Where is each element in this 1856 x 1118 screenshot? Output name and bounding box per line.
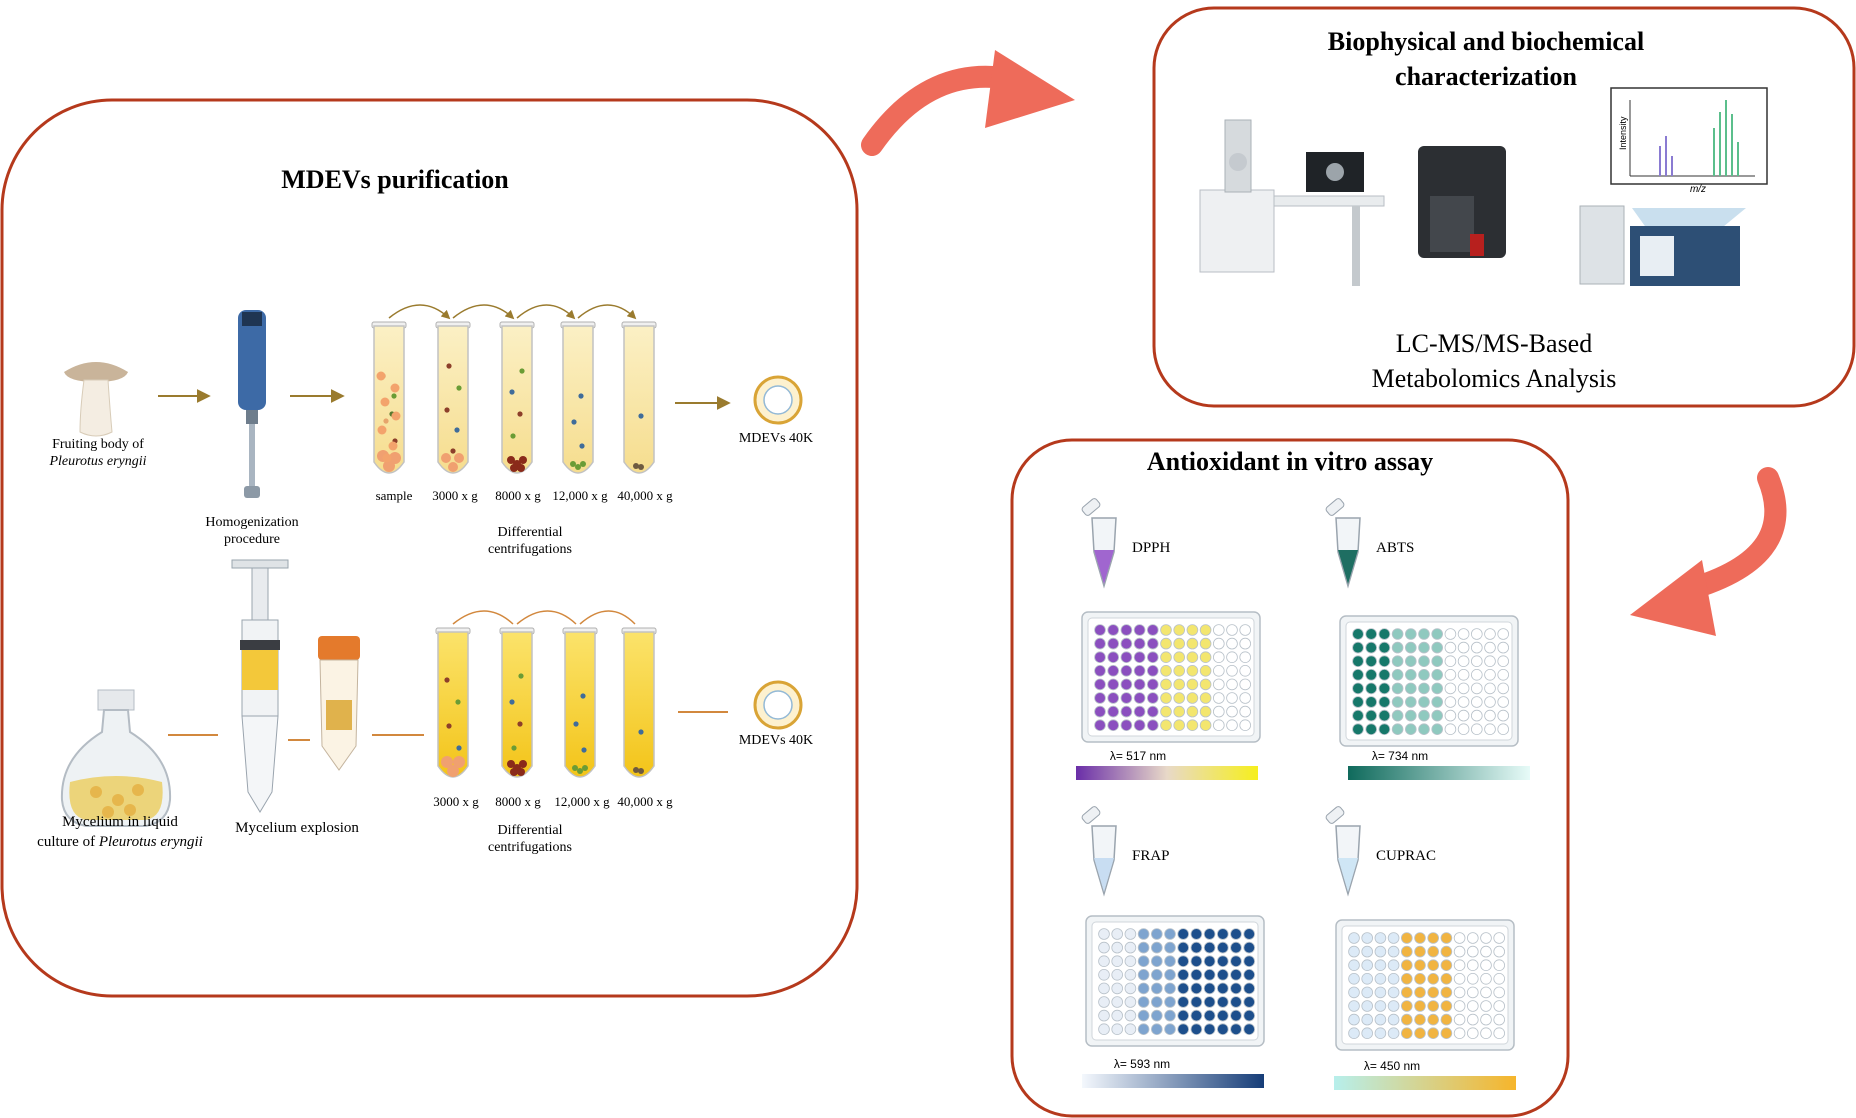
curved-arrow-icon: [861, 50, 1075, 156]
assay-name: DPPH: [1132, 540, 1171, 556]
analysis-label-1: LC-MS/MS-Based: [1396, 329, 1592, 358]
bottom-tube-row: [435, 610, 657, 778]
antioxidant-title: Antioxidant in vitro assay: [1147, 447, 1433, 476]
centrifuge-tube-icon: [499, 321, 535, 474]
mycelium-label-2b: Pleurotus eryngii: [98, 834, 203, 850]
syringe-icon: [231, 559, 289, 813]
tube-label-bottom: 12,000 x g: [554, 794, 610, 809]
flask-icon: [60, 689, 172, 827]
mdev-label-bottom: MDEVs 40K: [739, 733, 813, 748]
transfer-arrow: [516, 610, 577, 625]
assay-cuprac: CUPRAC λ= 450 nm: [1325, 806, 1516, 1090]
well-plate-icon: [1081, 611, 1261, 743]
centrifuge-tube-icon: [562, 627, 598, 778]
mycelium-label-2a: culture of: [37, 834, 99, 850]
eppendorf-tube-icon: [1325, 806, 1361, 897]
centrifuge-tube-icon: [621, 321, 657, 474]
homog-label-1: Homogenization: [205, 515, 298, 530]
diff-label-1-top: Differential: [497, 525, 562, 540]
tube-label-top: sample: [376, 488, 413, 503]
diff-label-1-bottom: Differential: [497, 823, 562, 838]
transfer-arrow: [452, 610, 514, 625]
antioxidant-panel: Antioxidant in vitro assay DPPH λ= 517 nm…: [1010, 438, 1570, 1118]
char-title-1: Biophysical and biochemical: [1328, 27, 1644, 56]
wavelength-label: λ= 593 nm: [1114, 1057, 1170, 1071]
absorbance-gradient-bar: [1076, 766, 1258, 780]
absorbance-gradient-bar: [1082, 1074, 1264, 1088]
mdev-label-top: MDEVs 40K: [739, 431, 813, 446]
explosion-label: Mycelium explosion: [235, 820, 359, 836]
transfer-arrow: [388, 304, 451, 320]
homog-label-2: procedure: [224, 532, 280, 547]
eppendorf-tube-icon: [1081, 498, 1117, 589]
ms-xlabel: m/z: [1690, 184, 1706, 195]
assay-abts: ABTS λ= 734 nm: [1325, 498, 1530, 780]
assay-dpph: DPPH λ= 517 nm: [1076, 498, 1261, 780]
tube-label-bottom: 8000 x g: [495, 794, 541, 809]
transfer-arrow: [452, 304, 515, 320]
absorbance-gradient-bar: [1348, 766, 1530, 780]
absorbance-gradient-bar: [1334, 1076, 1516, 1090]
wavelength-label: λ= 450 nm: [1364, 1059, 1420, 1073]
centrifuge-tube-icon: [621, 627, 657, 778]
transfer-arrow: [516, 304, 576, 320]
mass-spectrum-icon: Intensity m/z: [1610, 87, 1768, 195]
transfer-arrow: [577, 304, 637, 320]
fruiting-label-2: Pleurotus eryngii: [48, 454, 146, 469]
assay-grid: DPPH λ= 517 nm ABTS λ= 734 nm FRAP λ= 593 nm C…: [1076, 498, 1530, 1090]
lc-ms-instrument-icon: [1579, 205, 1746, 286]
homogenizer-icon: [238, 310, 266, 498]
purification-title: MDEVs purification: [281, 165, 509, 194]
characterization-panel-border: [1152, 6, 1856, 408]
wavelength-label: λ= 517 nm: [1110, 749, 1166, 763]
mycelium-label-1: Mycelium in liquid: [62, 814, 178, 830]
eppendorf-tube-icon: [1325, 498, 1361, 589]
well-plate-icon: [1339, 615, 1519, 747]
tube-label-top: 12,000 x g: [552, 488, 608, 503]
fruiting-label-1: Fruiting body of: [52, 437, 144, 452]
mushroom-icon: [64, 362, 128, 437]
centrifuge-tube-icon: [499, 627, 535, 778]
top-tube-row: [371, 304, 657, 474]
tube-label-top: 40,000 x g: [617, 488, 673, 503]
transfer-arrow: [579, 610, 636, 625]
bottom-tube-labels: 3000 x g 8000 x g 12,000 x g 40,000 x g: [433, 794, 673, 809]
nanoparticle-analyzer-icon: [1418, 146, 1506, 258]
top-tube-labels: sample 3000 x g 8000 x g 12,000 x g 40,000 x…: [376, 488, 674, 503]
diff-label-2-top: centrifugations: [488, 542, 572, 557]
mycelium-label-2: culture of Pleurotus eryngii: [37, 834, 203, 850]
analysis-label-2: Metabolomics Analysis: [1372, 364, 1617, 393]
centrifuge-tube-icon: [371, 321, 407, 474]
wavelength-label: λ= 734 nm: [1372, 749, 1428, 763]
well-plate-icon: [1335, 919, 1515, 1051]
centrifuge-tube-icon: [435, 321, 471, 474]
tube-label-bottom: 40,000 x g: [617, 794, 673, 809]
tube-label-top: 3000 x g: [432, 488, 478, 503]
ms-ylabel: Intensity: [1618, 116, 1628, 150]
char-title-2: characterization: [1395, 62, 1577, 91]
assay-name: ABTS: [1376, 540, 1414, 556]
centrifuge-tube-icon: [435, 627, 471, 778]
centrifuge-tube-icon: [560, 321, 596, 474]
eppendorf-tube-icon: [1081, 806, 1117, 897]
characterization-panel: Biophysical and biochemical characteriza…: [1152, 6, 1856, 408]
vesicle-icon: [753, 680, 803, 730]
purification-panel-border: [0, 98, 859, 998]
assay-name: CUPRAC: [1376, 848, 1436, 864]
electron-microscope-icon: [1199, 119, 1385, 286]
tube-label-top: 8000 x g: [495, 488, 541, 503]
assay-name: FRAP: [1132, 848, 1170, 864]
vesicle-icon: [753, 375, 803, 425]
well-plate-icon: [1085, 915, 1265, 1047]
antioxidant-panel-border: [1010, 438, 1570, 1118]
curved-arrow-icon: [1630, 467, 1787, 636]
purification-panel: MDEVs purification Fruiting body of Pleu…: [0, 98, 859, 998]
diff-label-2-bottom: centrifugations: [488, 840, 572, 855]
assay-frap: FRAP λ= 593 nm: [1081, 806, 1265, 1088]
tube-label-bottom: 3000 x g: [433, 794, 479, 809]
falcon-tube-icon: [318, 636, 360, 771]
